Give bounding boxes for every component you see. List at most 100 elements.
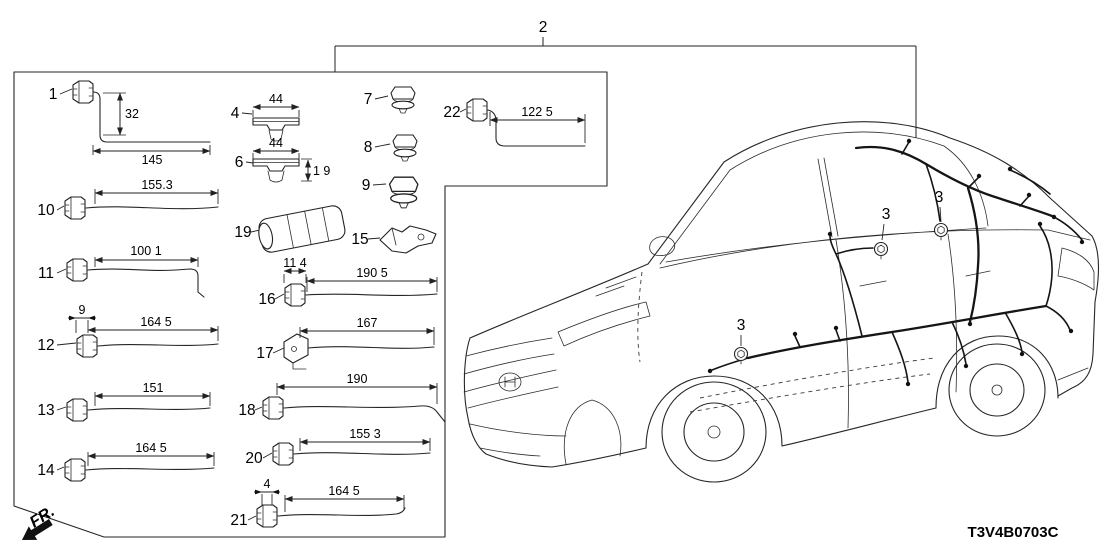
rear-wheel [948, 343, 1046, 437]
part-22-label: 22 [443, 104, 460, 121]
grommet-clip-icon [388, 176, 419, 209]
dimension-text: 9 [79, 303, 86, 317]
part-11: 11 100 1 [38, 244, 205, 298]
part-17-label: 17 [256, 345, 273, 362]
grommet-clip-icon [390, 86, 416, 114]
part-15-label: 15 [351, 231, 368, 248]
part-3-label: 3 [737, 317, 746, 334]
bolt-icon [933, 222, 949, 241]
bolt-icon [873, 241, 889, 260]
wire-path [307, 346, 435, 349]
part-4: 4 44 [231, 92, 300, 142]
dimension-text: 151 [143, 381, 164, 395]
part-15: 15 [351, 225, 437, 254]
connector-icon [64, 196, 86, 220]
wire-path [87, 407, 211, 411]
cover-icon [258, 205, 346, 253]
dimension-text: 145 [142, 153, 163, 167]
part-10: 10 155.3 [37, 178, 219, 220]
harness-main-trunk [746, 145, 1054, 360]
part-22: 22 122 5 [443, 98, 586, 147]
part-8-label: 8 [364, 139, 373, 156]
wire-path [283, 405, 446, 423]
part-14-label: 14 [37, 462, 55, 479]
connector-icon [284, 283, 306, 307]
dimension-text: 4 [264, 477, 271, 491]
connector-icon [66, 398, 88, 422]
grommet-clip-icon [392, 134, 418, 162]
part-9-label: 9 [362, 177, 371, 194]
part-3-callout-b: 3 [933, 189, 949, 241]
part-8: 8 [364, 134, 418, 162]
wire-path [92, 91, 211, 143]
bracket-icon [283, 333, 309, 370]
connector-icon [256, 504, 278, 528]
part-21-label: 21 [230, 512, 247, 529]
bracket-icon [379, 225, 437, 254]
part-7-label: 7 [364, 91, 373, 108]
part-18: 18 190 [238, 372, 446, 423]
connector-icon [262, 396, 284, 420]
dimension-text: 190 5 [356, 266, 387, 280]
connector-icon [72, 80, 94, 104]
dimension-text: 44 [269, 136, 283, 150]
part-1: 1 32 145 [49, 80, 211, 167]
wiring-harness [707, 138, 1085, 387]
part-13: 13 151 [37, 381, 211, 422]
wire-path [277, 507, 406, 517]
part-6: 6 44 1 9 [235, 136, 330, 183]
fr-label: FR. [27, 503, 58, 531]
car-detail-lines [463, 131, 1095, 465]
part-21: 21 4 164 5 [230, 477, 406, 529]
part-1-label: 1 [49, 86, 58, 103]
part-3-callout-a: 3 [873, 206, 891, 260]
part-11-label: 11 [38, 265, 54, 282]
assembly-callout-2: 2 [334, 19, 917, 138]
part-19: 19 [234, 205, 346, 253]
parts-panel-outline [13, 71, 608, 538]
wire-path [85, 467, 215, 471]
part-16-label: 16 [258, 291, 275, 308]
wire-path [293, 452, 431, 455]
harness-branches [711, 141, 1083, 383]
part-12: 12 9 164 5 [37, 303, 219, 358]
dimension-text: 122 5 [521, 105, 552, 119]
wire-path [305, 293, 438, 296]
part-19-label: 19 [234, 224, 251, 241]
dimension-text: 167 [357, 316, 378, 330]
part-3-label: 3 [882, 206, 891, 223]
part-10-label: 10 [37, 202, 55, 219]
emblem-icon [498, 372, 522, 392]
connector-icon [466, 98, 488, 122]
part-7: 7 [364, 86, 416, 114]
dimension-text: 164 5 [328, 484, 359, 498]
part-2-label: 2 [539, 19, 548, 36]
car-illustration [463, 121, 1099, 483]
dimension-text: 1 9 [313, 164, 330, 178]
hidden-routing-lines [637, 271, 935, 413]
part-16: 16 11 4 190 5 [258, 256, 438, 308]
harness-connector-ends [707, 138, 1085, 387]
callout-bracket [334, 37, 917, 138]
dimension-text: 164 5 [135, 441, 166, 455]
dimension-text: 164 5 [140, 315, 171, 329]
part-9: 9 [362, 176, 419, 209]
wire-path [85, 206, 219, 210]
part-20: 20 155 3 [245, 427, 431, 467]
dimension-text: 100 1 [130, 244, 161, 258]
part-3-label: 3 [935, 189, 944, 206]
part-13-label: 13 [37, 402, 54, 419]
part-14: 14 164 5 [37, 441, 215, 482]
dimension-text: 155 3 [349, 427, 380, 441]
diagram-code: T3V4B0703C [968, 524, 1059, 541]
car-body-outline [463, 121, 1099, 468]
part-20-label: 20 [245, 450, 263, 467]
fr-arrow-icon [22, 519, 53, 540]
clip-icon [252, 158, 300, 183]
wire-path [97, 343, 219, 347]
dimension-text: 11 4 [283, 256, 306, 270]
connector-icon [272, 442, 294, 466]
wire-path [87, 268, 205, 298]
clip-icon [252, 117, 300, 142]
